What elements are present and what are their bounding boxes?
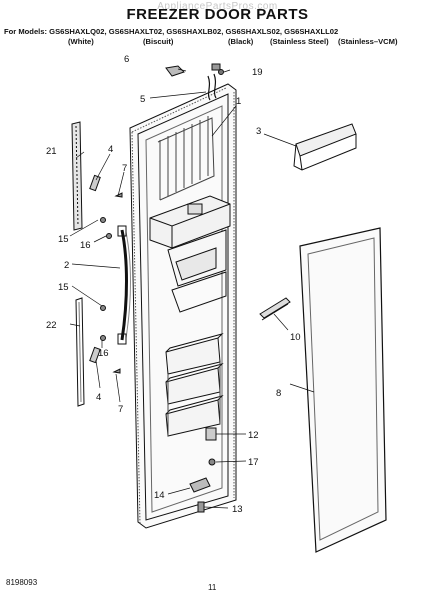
callout-15-lower: 15 [58,282,69,293]
doc-number: 8198093 [6,578,38,587]
callout-4-lower: 4 [96,392,101,403]
door-bins [165,333,224,437]
handle-trim-22 [75,297,85,407]
color-black: (Black) [228,37,254,46]
callout-numbers: 6 19 5 1 3 21 4 7 15 16 2 15 22 16 4 7 1… [46,54,301,515]
callout-3: 3 [256,126,261,137]
color-stainless-steel: (Stainless Steel) [270,37,329,46]
handle-trim-21 [71,121,83,231]
leader-lines [69,68,315,509]
model-2: GS6SHAXLT02, [108,27,165,36]
callout-5: 5 [140,94,145,105]
callout-10: 10 [290,332,301,343]
callout-21: 21 [46,146,57,157]
callout-6: 6 [124,54,129,65]
lower-hinge-parts [189,427,217,513]
callout-16-lower: 16 [98,348,109,359]
model-5: GS6SHAXLL02 [284,27,339,36]
callout-12: 12 [248,430,259,441]
callout-19: 19 [252,67,263,78]
door-panel [129,83,237,529]
callout-14: 14 [154,490,165,501]
callout-13: 13 [232,504,243,515]
callout-17: 17 [248,457,259,468]
callout-4-upper: 4 [108,144,113,155]
top-cap-and-wires [165,63,224,101]
callout-7-upper: 7 [122,163,127,174]
page-number: 11 [208,583,217,592]
callout-7-lower: 7 [118,404,123,415]
trim-10 [259,297,291,321]
color-stainless-vcm: (Stainless–VCM) [338,37,398,46]
screws [89,174,123,374]
callout-1: 1 [236,96,241,107]
model-1: GS6SHAXLQ02, [49,27,107,36]
page-title: FREEZER DOOR PARTS [126,6,309,23]
callout-2: 2 [64,260,69,271]
callout-15-upper: 15 [58,234,69,245]
door-handle [117,225,131,345]
color-biscuit: (Biscuit) [143,37,174,46]
model-4: GS6SHAXLS02, [225,27,283,36]
model-list: For Models: GS6SHAXLQ02, GS6SHAXLT02, GS… [4,27,338,36]
watermark: AppliancePartsPros.com [157,1,278,12]
callout-22: 22 [46,320,57,331]
door-gasket [299,227,387,553]
models-prefix: For Models: [4,27,48,36]
callout-16-upper: 16 [80,240,91,251]
dispenser-housing [149,195,231,313]
color-white: (White) [68,37,94,46]
liner-ribs [157,116,215,201]
model-3: GS6SHAXLB02, [166,27,224,36]
callout-8: 8 [276,388,281,399]
door-bin-3 [293,123,357,171]
